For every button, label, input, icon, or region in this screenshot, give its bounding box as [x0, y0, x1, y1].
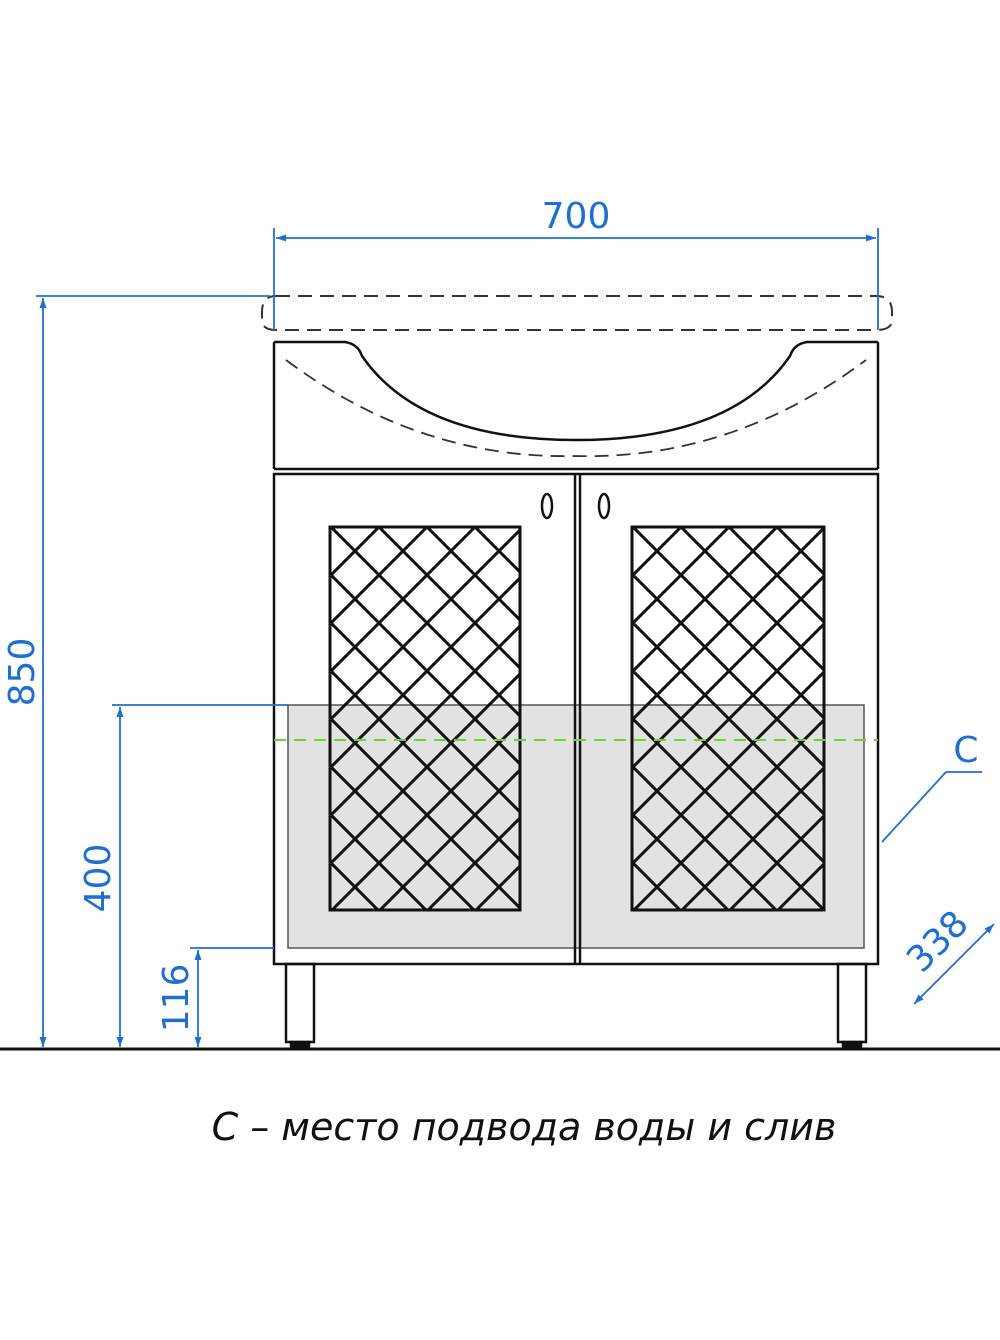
lattice-bar: [330, 527, 333, 531]
width-dimension: [273, 228, 879, 330]
lattice-bar: [330, 575, 520, 771]
lattice-bar: [330, 763, 476, 910]
lattice-bar: [330, 527, 429, 627]
left-door-panel-frame: [328, 525, 522, 912]
lattice-bar: [330, 719, 520, 910]
lattice-bar: [0, 527, 297, 910]
lattice-bar: [632, 621, 824, 819]
left-door-handle-icon: [540, 492, 554, 520]
width-dimension-label: 700: [542, 196, 611, 237]
lattice-bar: [728, 813, 824, 910]
caption: С – место подвода воды и слив: [212, 1105, 837, 1149]
lattice-bar: [632, 763, 778, 910]
lattice-bar: [632, 811, 730, 910]
lattice-bar: [330, 527, 477, 675]
lattice-bar: [632, 527, 779, 675]
lattice-bar: [921, 527, 1000, 910]
lattice-bar: [330, 623, 520, 819]
cabinet-legs: [284, 962, 868, 1050]
lattice-bar: [0, 527, 43, 910]
lattice-bar: [426, 815, 520, 910]
lattice-bar: [0, 527, 249, 910]
cabinet-body: [272, 472, 880, 966]
depth-dimension-label: 338: [899, 903, 977, 981]
lattice-bar: [330, 527, 520, 719]
lattice-bar: [632, 527, 731, 627]
lattice-bar: [632, 717, 824, 910]
basin-body: [272, 340, 880, 471]
lattice-bar: [632, 669, 824, 867]
lattice-bar: [330, 907, 332, 910]
lattice-bar: [632, 527, 824, 721]
basin-bowl-hidden: [285, 359, 867, 458]
drain-height-dimension-label: 400: [78, 844, 119, 913]
connection-marker-label: C: [953, 730, 978, 771]
depth-dimension: [913, 923, 995, 1005]
leg-height-dimension-label: 116: [156, 964, 197, 1033]
lattice-bar: [969, 527, 1000, 910]
lattice-bar: [330, 811, 428, 910]
connection-marker-leader: [881, 771, 982, 843]
lattice-bar: [330, 671, 520, 867]
drain-height-dimension: [112, 704, 288, 1047]
lattice-bar: [377, 527, 520, 671]
washbasin-top: [261, 295, 893, 331]
lattice-bar: [425, 527, 520, 623]
lattice-bar: [873, 527, 1000, 910]
height-dimension: [36, 295, 270, 1047]
lattice-bar: [859, 527, 1000, 910]
right-door-handle-icon: [597, 492, 611, 520]
lattice-bar: [378, 767, 520, 910]
height-dimension-label: 850: [2, 638, 43, 707]
lattice-bar: [632, 573, 824, 771]
lattice-bar: [680, 765, 824, 910]
lattice-bar: [679, 527, 824, 673]
lattice-bar: [727, 527, 824, 625]
leg-height-dimension: [190, 947, 274, 1047]
right-door-panel-frame: [630, 525, 826, 912]
